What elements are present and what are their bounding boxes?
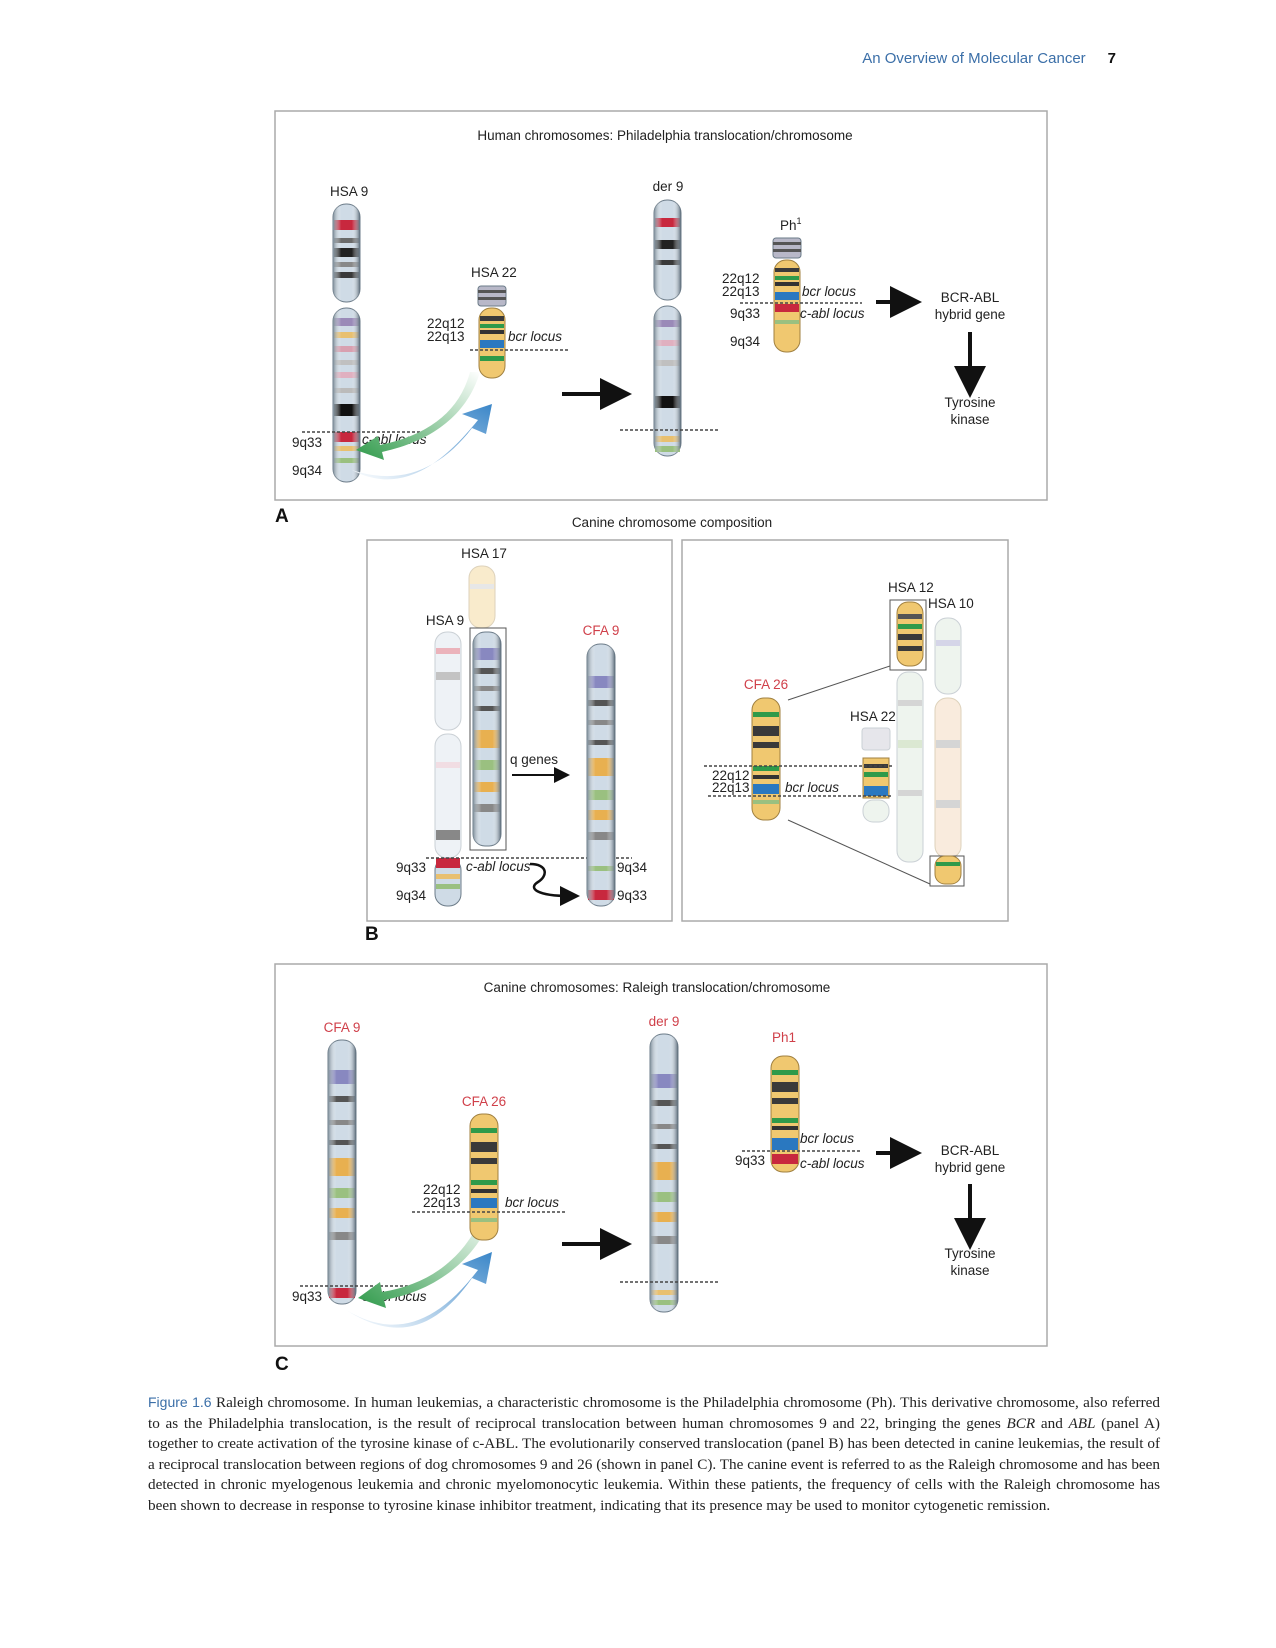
b-hsa22-label: HSA 22 (850, 709, 896, 724)
a-hybrid-line1: BCR-ABL (941, 290, 1000, 305)
a-band-9q33: 9q33 (292, 435, 322, 450)
panel-b-right-frame (681, 539, 1009, 922)
panel-a: Human chromosomes: Philadelphia transloc… (274, 110, 1048, 527)
c-hybrid-line1: BCR-ABL (941, 1143, 1000, 1158)
b-band-22q13: 22q13 (712, 780, 750, 795)
b-cabl-locus-label: c-abl locus (466, 859, 531, 874)
panel-c-letter: C (275, 1354, 289, 1375)
ph-band-9q33: 9q33 (730, 306, 760, 321)
b-band-9q34: 9q34 (396, 888, 427, 903)
b-cfa9-label: CFA 9 (583, 623, 620, 638)
caption-text-3: (panel A) together to create activation … (148, 1414, 1160, 1514)
figure-label: Figure 1.6 (148, 1394, 212, 1410)
panel-c-title: Canine chromosomes: Raleigh translocatio… (484, 980, 831, 995)
b-hsa22-chromosome (861, 727, 891, 823)
b-bcr-locus-label: bcr locus (785, 780, 839, 795)
der9-chromosome (653, 199, 682, 457)
c-band-9q33: 9q33 (292, 1289, 322, 1304)
running-title: An Overview of Molecular Cancer (862, 50, 1086, 67)
b-cabl-arrow (529, 862, 580, 906)
panel-c-frame (274, 963, 1048, 1347)
panel-b-letter: B (365, 924, 379, 945)
der9-label: der 9 (653, 179, 684, 194)
b-hsa17-chromosome (468, 565, 496, 629)
c-der9-label: der 9 (649, 1014, 680, 1029)
b-q-genes-label: q genes (510, 752, 558, 767)
c-kinase-line2: kinase (950, 1263, 989, 1278)
running-header: An Overview of Molecular Cancer 7 (862, 50, 1116, 67)
a-kinase-line1: Tyrosine (944, 395, 995, 410)
c-ph1-chromosome (770, 1055, 800, 1173)
c-blue-exchange-arrow (346, 1252, 492, 1328)
c-kinase-line1: Tyrosine (944, 1246, 995, 1261)
ph-band-22q12: 22q12 (722, 271, 760, 286)
figure-caption: Figure 1.6 Raleigh chromosome. In human … (148, 1392, 1160, 1516)
panel-b-title: Canine chromosome composition (572, 515, 772, 530)
b-band-9q33: 9q33 (396, 860, 426, 875)
panel-c: Canine chromosomes: Raleigh translocatio… (274, 963, 1048, 1375)
a-bcr-locus-label: bcr locus (508, 329, 562, 344)
c-band-22q13: 22q13 (423, 1195, 461, 1210)
b-hsa9-chromosome (434, 631, 462, 907)
page-number: 7 (1107, 50, 1116, 67)
b-cfa26-label: CFA 26 (744, 677, 788, 692)
c-cfa9-label: CFA 9 (324, 1020, 361, 1035)
b-hsa12-label: HSA 12 (888, 580, 934, 595)
b-hsa10-label: HSA 10 (928, 596, 974, 611)
c-ph1-band-9q33: 9q33 (735, 1153, 765, 1168)
panel-a-frame (274, 110, 1048, 501)
panel-a-letter: A (275, 506, 289, 527)
c-band-22q12: 22q12 (423, 1182, 461, 1197)
c-ph1-label: Ph1 (772, 1030, 796, 1045)
b-hsa9-label: HSA 9 (426, 613, 464, 628)
hsa9-chromosome (332, 203, 361, 483)
b-q-arm-box (469, 627, 507, 851)
c-cfa26-chromosome (469, 1113, 499, 1241)
b-hsa17-label: HSA 17 (461, 546, 507, 561)
panel-b: Canine chromosome composition B HSA 17 H… (365, 515, 1009, 945)
ph-bcr-locus-label: bcr locus (802, 284, 856, 299)
b-cfa9-chromosome (586, 643, 616, 907)
b-hsa12-box (889, 599, 927, 671)
b-hsa12-chromosome (896, 601, 924, 863)
c-cfa9-chromosome (327, 1039, 357, 1305)
c-der9-chromosome (649, 1033, 679, 1313)
a-band-22q13: 22q13 (427, 329, 465, 344)
caption-gene-bcr: BCR (1006, 1414, 1036, 1432)
b-hsa10-chromosome (934, 617, 962, 859)
c-hybrid-line2: hybrid gene (935, 1160, 1006, 1175)
ph-cabl-locus-label: c-abl locus (800, 306, 865, 321)
b-cfa26-chromosome (751, 697, 781, 821)
ph-band-22q13: 22q13 (722, 284, 760, 299)
panel-a-title: Human chromosomes: Philadelphia transloc… (477, 128, 852, 143)
b-cfa9-band-9q34: 9q34 (617, 860, 648, 875)
panel-b-left-frame (366, 539, 673, 922)
caption-gene-abl: ABL (1068, 1414, 1096, 1432)
a-green-exchange-arrow (356, 372, 480, 460)
c-ph1-cabl-locus-label: c-abl locus (800, 1156, 865, 1171)
b-band-22q12: 22q12 (712, 768, 750, 783)
ph1-chromosome (772, 237, 802, 353)
c-ph1-bcr-locus-label: bcr locus (800, 1131, 854, 1146)
b-cfa9-band-9q33: 9q33 (617, 888, 647, 903)
hsa22-label: HSA 22 (471, 265, 517, 280)
a-kinase-line2: kinase (950, 412, 989, 427)
b-q-arm-chromosome (472, 631, 502, 847)
caption-text-2: and (1035, 1414, 1069, 1432)
a-hybrid-line2: hybrid gene (935, 307, 1006, 322)
hsa22-chromosome (477, 285, 507, 379)
caption-text-1: Raleigh chromosome. In human leukemias, … (148, 1394, 1160, 1432)
a-band-22q12: 22q12 (427, 316, 465, 331)
ph-band-9q34: 9q34 (730, 334, 761, 349)
hsa9-label: HSA 9 (330, 184, 368, 199)
a-blue-exchange-arrow (352, 404, 492, 480)
a-band-9q34: 9q34 (292, 463, 323, 478)
c-bcr-locus-label: bcr locus (505, 1195, 559, 1210)
ph-label: Ph1 (780, 216, 802, 233)
c-cfa26-label: CFA 26 (462, 1094, 506, 1109)
